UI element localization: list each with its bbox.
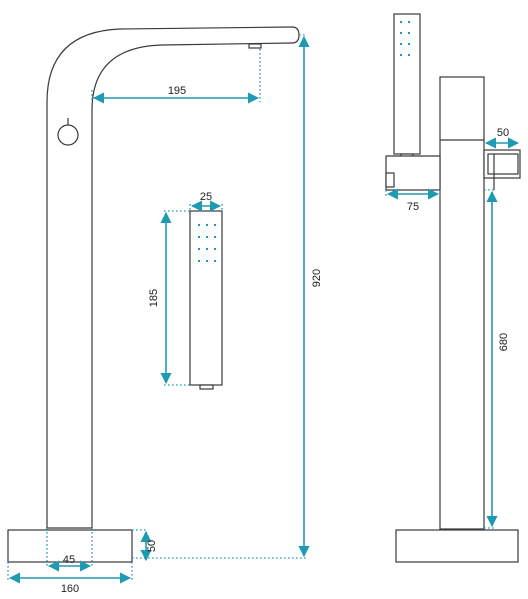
spout-outlet: [248, 43, 262, 49]
dim-label-wall-projection: 50: [497, 127, 509, 139]
handshower-body: [189, 210, 223, 386]
front-view-dimensions: 195 920 50 45 160: [7, 34, 323, 595]
dim-label-base-width: 160: [61, 583, 79, 595]
side-base: [395, 529, 519, 563]
dim-label-base-height: 50: [146, 540, 158, 552]
side-spray-nozzles: [400, 21, 410, 56]
dim-label-handshower-length: 185: [148, 289, 160, 307]
side-handshower: [393, 13, 421, 155]
side-view-faucet: [385, 13, 521, 563]
side-view-dimensions: 50 75 680: [385, 127, 520, 529]
spray-nozzles: [198, 224, 216, 262]
dim-label-handshower-width: 25: [200, 191, 212, 203]
dim-label-holder-height: 680: [498, 333, 510, 351]
dim-label-spout-reach: 195: [168, 85, 186, 97]
lever-knob: [57, 124, 79, 146]
dim-label-base-inner-width: 45: [63, 554, 75, 566]
dim-label-total-height: 920: [311, 269, 323, 287]
handshower-detail: 25 185: [148, 191, 223, 390]
dim-label-holder-width: 75: [407, 201, 419, 213]
side-column: [439, 76, 485, 530]
faucet-column-spout: [46, 26, 300, 529]
handshower-connector: [199, 384, 214, 390]
